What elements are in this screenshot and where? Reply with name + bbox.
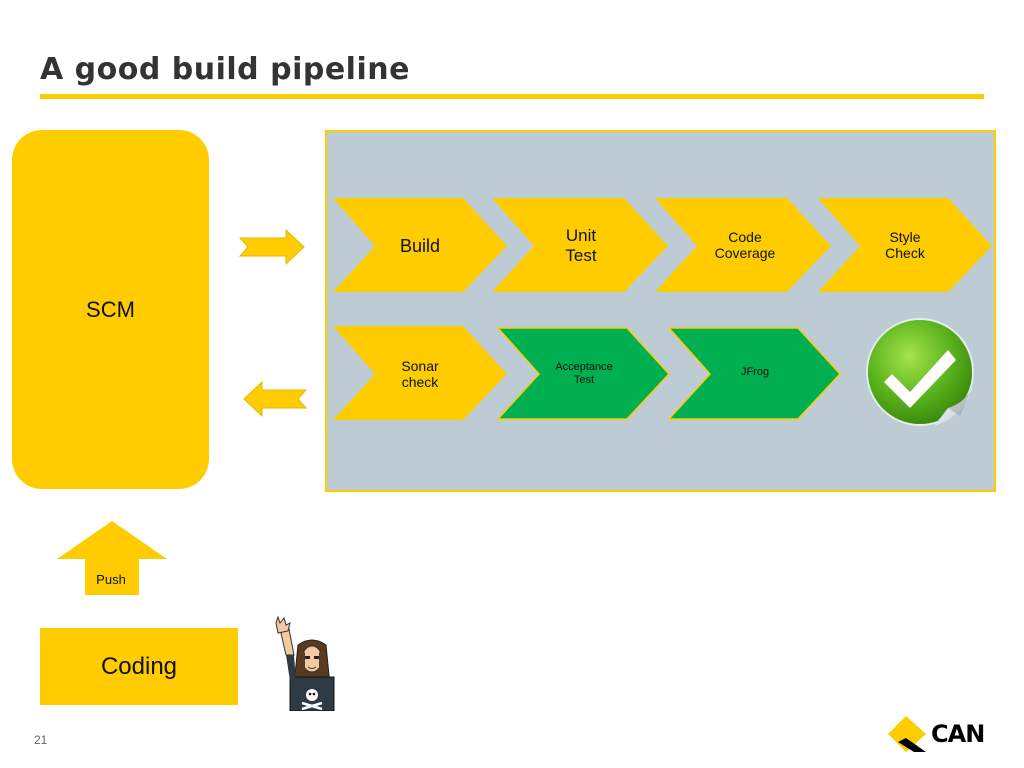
push-label: Push bbox=[96, 572, 126, 587]
chevron-unit-test bbox=[492, 198, 668, 292]
style-check-label: Style Check bbox=[885, 229, 925, 262]
yellow-diamond-logo-icon bbox=[888, 716, 926, 752]
arrow-right-icon bbox=[238, 228, 305, 266]
title-underline bbox=[40, 94, 984, 99]
scm-label: SCM bbox=[86, 296, 135, 322]
pipeline-panel bbox=[325, 130, 996, 492]
chevron-style-check bbox=[818, 198, 992, 292]
push-up-arrow-icon bbox=[57, 521, 167, 595]
chevron-build bbox=[333, 198, 507, 292]
unit-test-label: Unit Test bbox=[565, 226, 597, 265]
chevron-acceptance-test bbox=[497, 327, 671, 420]
scm-box: SCM bbox=[12, 130, 209, 489]
sonar-check-label: Sonar check bbox=[401, 358, 439, 391]
code-coverage-label: Code Coverage bbox=[714, 229, 776, 262]
acceptance-test-label: Acceptance Test bbox=[555, 361, 613, 386]
page-title: A good build pipeline bbox=[40, 52, 410, 87]
arrow-left-icon bbox=[243, 380, 308, 418]
jfrog-label: JFrog bbox=[740, 366, 770, 378]
chevron-code-coverage bbox=[655, 198, 831, 292]
green-checkmark-sticker-icon bbox=[866, 318, 974, 426]
build-label: Build bbox=[399, 236, 441, 256]
page-number: 21 bbox=[34, 733, 48, 747]
developer-avatar-icon bbox=[275, 615, 335, 711]
logo-text: CAN bbox=[931, 720, 985, 748]
chevron-jfrog bbox=[668, 327, 842, 420]
coding-label: Coding bbox=[100, 652, 178, 680]
chevron-sonar-check bbox=[333, 326, 507, 420]
coding-box: Coding bbox=[40, 628, 238, 705]
